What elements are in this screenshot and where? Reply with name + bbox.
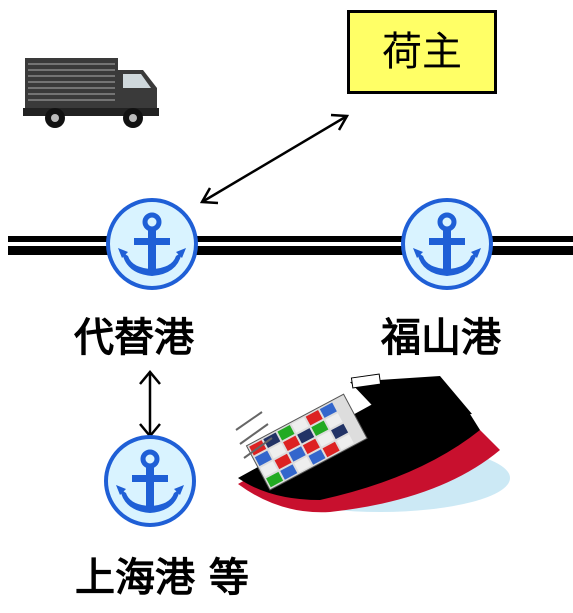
anchor-icon-fukuyama-port bbox=[403, 200, 491, 288]
anchor-icon-alternative-port bbox=[108, 200, 196, 288]
truck-icon bbox=[23, 58, 159, 128]
anchor-icon-shanghai-port bbox=[106, 437, 194, 525]
shipper-port-arrow bbox=[199, 113, 350, 205]
fukuyama-port-label: 福山港 bbox=[381, 315, 501, 361]
route-line bbox=[8, 236, 573, 255]
shanghai-port-label: 上海港 等 bbox=[75, 555, 249, 601]
shipper-label: 荷主 bbox=[382, 29, 462, 75]
capsized-container-ship-icon bbox=[235, 373, 510, 513]
port-transfer-arrow bbox=[139, 370, 161, 438]
shipper-box: 荷主 bbox=[347, 10, 497, 94]
alternative-port-label: 代替港 bbox=[74, 315, 194, 361]
